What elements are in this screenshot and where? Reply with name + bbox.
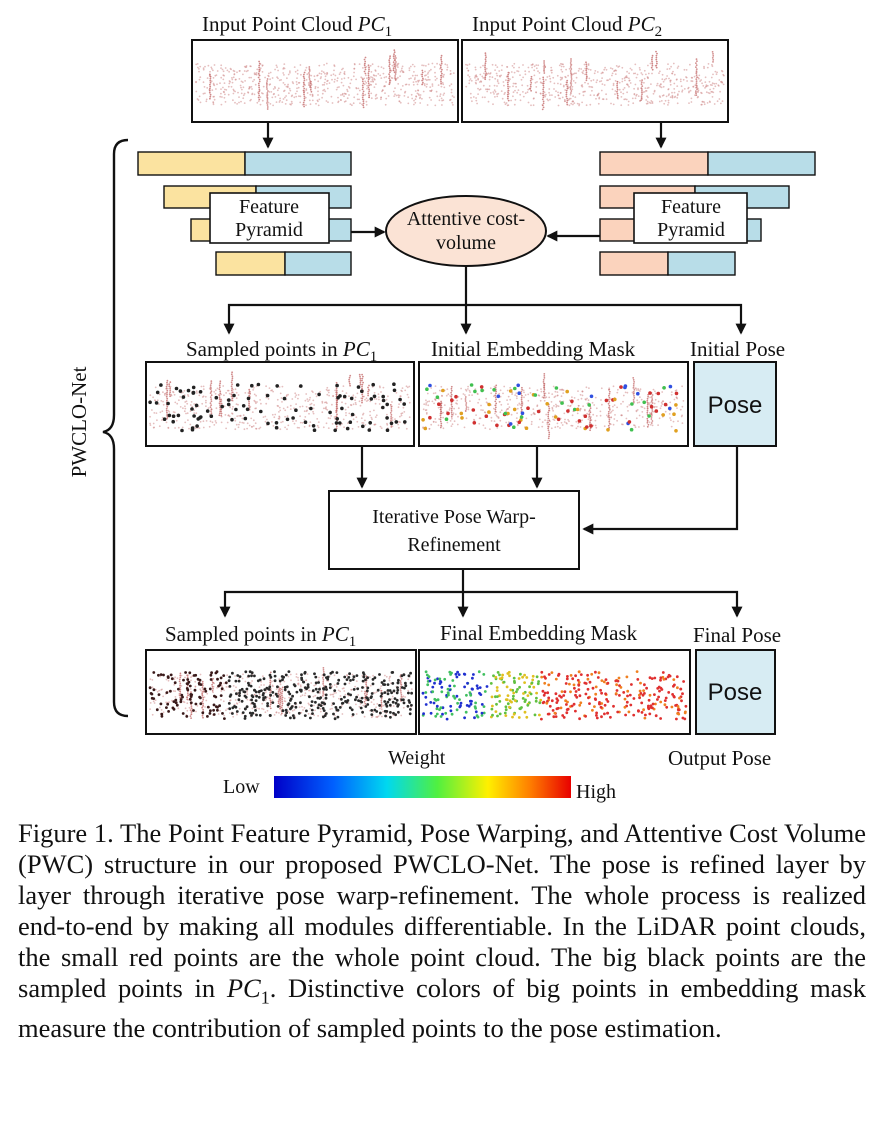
caption-variable: PC (226, 973, 261, 1003)
feature-pyramid-left-text1: Feature (239, 196, 299, 218)
final-embedding-label: Final Embedding Mask (440, 621, 638, 645)
sampled-points-label-bottom: Sampled points in PC1 (165, 622, 356, 650)
pwclo-net-brace (102, 138, 129, 718)
sampled-points-label-top: Sampled points in PC1 (186, 337, 377, 365)
caption-text-1: Figure 1. The Point Feature Pyramid, Pos… (18, 818, 866, 1003)
input-pc2-image (461, 39, 729, 123)
sampled-points-final-image (145, 649, 417, 735)
feature-pyramid-left-label-box (209, 192, 330, 244)
colorbar-high-label: High (576, 781, 616, 803)
iterative-pose-warp-refinement: Iterative Pose Warp- Refinement (328, 490, 580, 570)
refinement-text1: Iterative Pose Warp- (372, 506, 536, 528)
feature-pyramid-left: Feature Pyramid (137, 151, 352, 276)
input-pc2-label: Input Point Cloud PC2 (472, 12, 662, 40)
feature-pyramid-right-text2: Pyramid (657, 219, 725, 241)
pwclo-net-label: PWCLO-Net (67, 366, 91, 477)
final-pose-box: Pose (695, 649, 776, 735)
initial-embedding-label: Initial Embedding Mask (431, 337, 636, 361)
feature-pyramid-right: Feature Pyramid (599, 151, 816, 276)
initial-pose-text: Pose (708, 392, 763, 419)
caption-subscript: 1 (260, 987, 270, 1008)
input-pc2-cloud (465, 50, 725, 111)
initial-pose-label: Initial Pose (690, 337, 785, 361)
initial-pose-box: Pose (693, 361, 777, 447)
feature-pyramid-left-text2: Pyramid (235, 219, 303, 241)
output-pose-label: Output Pose (668, 746, 771, 770)
sampled-points-initial-image (145, 361, 415, 447)
input-pc1-label: Input Point Cloud PC1 (202, 12, 392, 40)
pwclo-diagram: Input Point Cloud PC1 Input Point Cloud … (67, 12, 816, 803)
final-embedding-mask-image (418, 649, 691, 735)
colorbar-gradient (274, 776, 571, 798)
colorbar-title: Weight (388, 747, 446, 769)
split-after-cost-volume (223, 266, 747, 335)
input-pc1-image (191, 39, 459, 123)
colorbar-low-label: Low (223, 776, 260, 798)
final-pose-label: Final Pose (693, 623, 781, 647)
attentive-cost-volume: Attentive cost- volume (385, 195, 547, 267)
caption-text-2: . Distinctive colors of big points in em… (18, 973, 867, 1044)
cost-volume-text1: Attentive cost- (407, 208, 525, 230)
feature-pyramid-right-text1: Feature (661, 196, 721, 218)
cost-volume-text2: volume (436, 232, 496, 254)
arrow-pose-to-refinement (582, 446, 739, 535)
input-pc1-cloud (195, 49, 455, 110)
refinement-text2: Refinement (407, 534, 501, 556)
weight-colorbar: Weight Low High (223, 747, 616, 803)
figure-caption: Figure 1. The Point Feature Pyramid, Pos… (18, 818, 866, 1044)
final-pose-text: Pose (708, 679, 763, 706)
split-after-refinement (219, 569, 743, 618)
initial-embedding-mask-image (418, 361, 689, 447)
feature-pyramid-right-label-box (633, 192, 748, 244)
